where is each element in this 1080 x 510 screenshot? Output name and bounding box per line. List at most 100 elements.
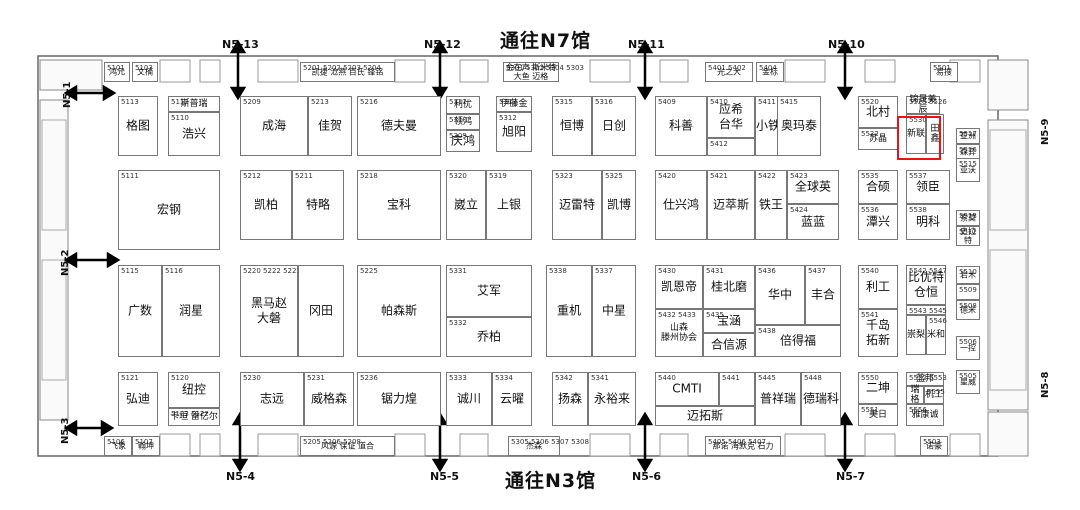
booth[interactable]: 5543 5545 — [906, 305, 947, 315]
booth[interactable]: 冈田 — [298, 265, 344, 357]
booth[interactable]: 5412 — [707, 138, 755, 156]
booth[interactable]: 5441 — [719, 372, 755, 406]
booth[interactable]: 合信源 — [703, 333, 755, 357]
booth[interactable]: 瑞格 — [906, 385, 924, 405]
booth[interactable]: 崇梨 — [906, 315, 926, 355]
booth[interactable]: 迈拓斯 — [655, 406, 755, 426]
booth[interactable]: 5509 — [956, 284, 980, 300]
